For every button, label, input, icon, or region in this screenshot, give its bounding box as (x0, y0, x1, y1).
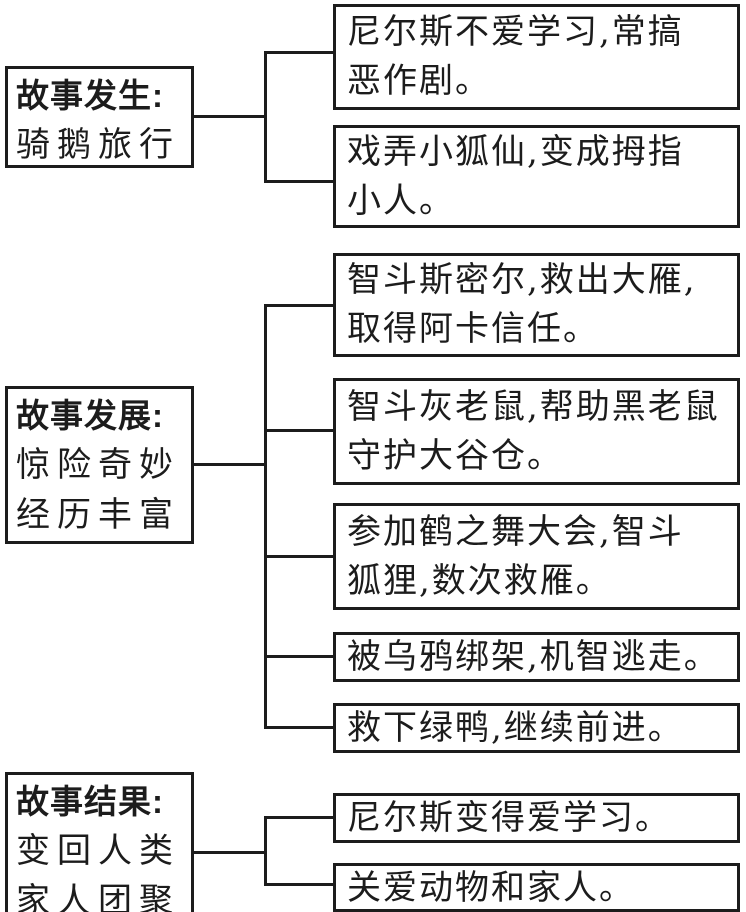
node-title: 故事发生: (16, 77, 164, 114)
detail-line: 恶作剧。 (347, 61, 491, 101)
node-title: 故事结果: (16, 783, 164, 820)
detail-node-8: 尼尔斯变得爱学习。 (333, 793, 740, 843)
detail-node-4: 智斗灰老鼠,帮助黑老鼠 守护大谷仓。 (333, 378, 740, 485)
connector-h (264, 555, 333, 558)
node-title: 故事发展: (16, 397, 164, 434)
detail-line: 智斗斯密尔,救出大雁, (347, 260, 697, 300)
connector-h (264, 304, 333, 307)
connector-h (264, 883, 333, 886)
connector-h (264, 51, 333, 54)
detail-line: 取得阿卡信任。 (347, 309, 599, 349)
connector-h (194, 463, 267, 466)
connector-v (264, 816, 267, 886)
detail-node-2: 戏弄小狐仙,变成拇指 小人。 (333, 125, 740, 228)
detail-line: 狐狸,数次救雁。 (347, 560, 612, 601)
detail-line: 智斗灰老鼠,帮助黑老鼠 (347, 386, 720, 427)
detail-line: 戏弄小狐仙,变成拇指 (347, 132, 684, 172)
node-story-development: 故事发展: 惊险奇妙 经历丰富 (5, 386, 194, 544)
detail-line: 尼尔斯不爱学习,常搞 (347, 12, 684, 52)
detail-line: 救下绿鸭,继续前进。 (347, 708, 684, 748)
node-line: 骑鹅旅行 (16, 125, 180, 165)
detail-line: 小人。 (347, 180, 455, 221)
connector-h (264, 180, 333, 183)
connector-h (264, 726, 333, 729)
connector-h (194, 115, 267, 118)
detail-node-3: 智斗斯密尔,救出大雁, 取得阿卡信任。 (333, 253, 740, 357)
node-line: 家人团聚 (16, 881, 180, 912)
node-story-start: 故事发生: 骑鹅旅行 (5, 66, 194, 168)
detail-node-7: 救下绿鸭,继续前进。 (333, 703, 740, 753)
detail-line: 尼尔斯变得爱学习。 (347, 798, 671, 838)
detail-line: 关爱动物和家人。 (347, 868, 635, 908)
node-line: 惊险奇妙 (16, 445, 180, 485)
detail-node-9: 关爱动物和家人。 (333, 863, 740, 912)
node-story-result: 故事结果: 变回人类 家人团聚 (5, 772, 194, 912)
detail-line: 参加鹤之舞大会,智斗 (347, 511, 684, 552)
connector-h (264, 816, 333, 819)
connector-h (194, 851, 267, 854)
node-line: 变回人类 (16, 831, 180, 871)
connector-v (264, 51, 267, 183)
detail-node-6: 被乌鸦绑架,机智逃走。 (333, 632, 740, 682)
node-line: 经历丰富 (16, 495, 180, 535)
connector-h (264, 429, 333, 432)
detail-node-5: 参加鹤之舞大会,智斗 狐狸,数次救雁。 (333, 503, 740, 610)
connector-v (264, 304, 267, 729)
detail-line: 守护大谷仓。 (347, 435, 563, 476)
connector-h (264, 655, 333, 658)
detail-node-1: 尼尔斯不爱学习,常搞 恶作剧。 (333, 4, 740, 110)
detail-line: 被乌鸦绑架,机智逃走。 (347, 637, 720, 677)
